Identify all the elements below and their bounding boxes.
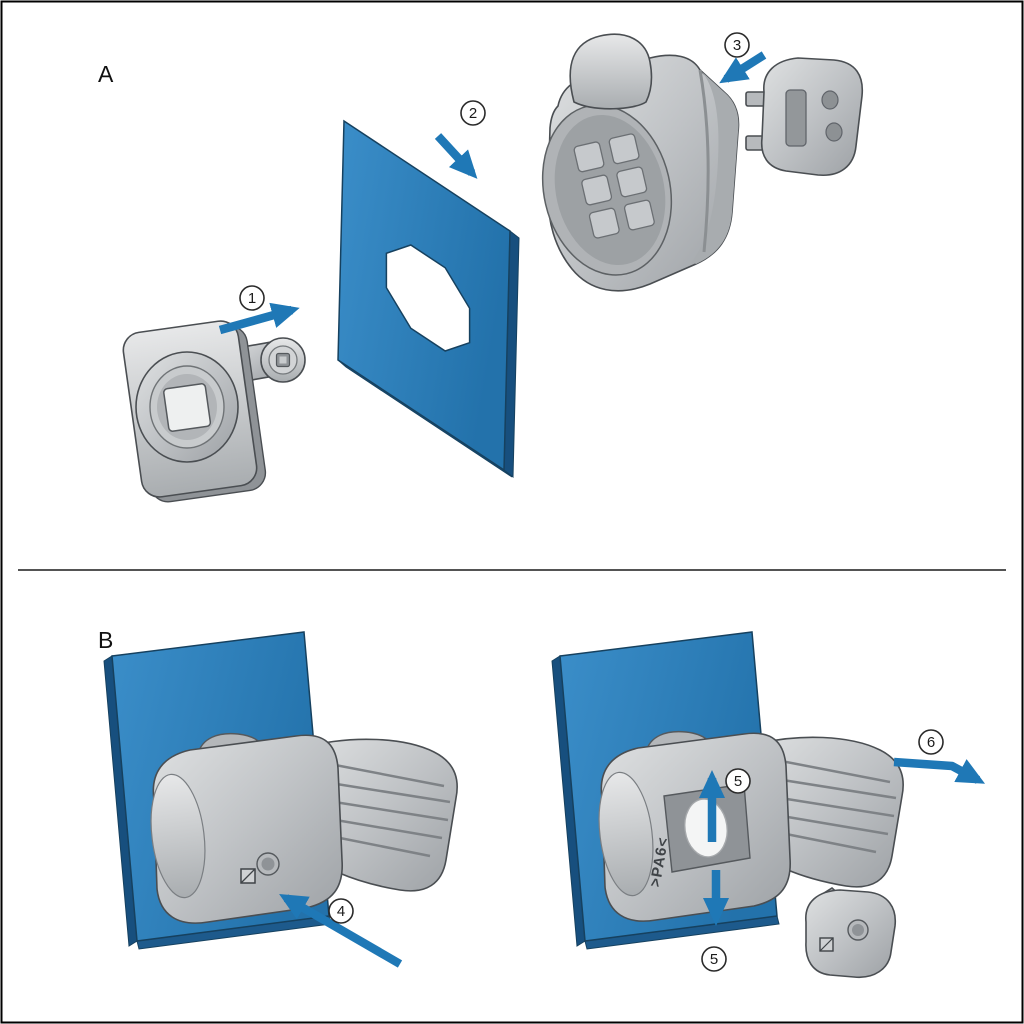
housing-top-stub [569, 33, 653, 110]
panel-cutout [385, 244, 471, 352]
step-1-arrow [218, 302, 300, 335]
clip-hole-1 [821, 90, 839, 110]
section-b-label: B [98, 627, 113, 653]
step-5-number-top: 5 [734, 773, 742, 790]
step-5-badge-top [725, 768, 751, 794]
lock-insert [122, 320, 306, 503]
latch-front-face-left [150, 773, 206, 899]
step-6-arrow [893, 757, 986, 784]
handle-ribs-right [767, 758, 897, 854]
step-2-number: 2 [469, 105, 477, 122]
step-4-number: 4 [337, 903, 345, 920]
step-2-badge [460, 100, 486, 126]
retaining-clip-detached [805, 887, 897, 978]
housing-groove [698, 69, 710, 253]
step-3-badge [724, 32, 750, 58]
clip-hole-2 [825, 122, 843, 142]
clip-slot [785, 89, 807, 147]
section-a-label: A [98, 61, 114, 87]
housing-side-shade [692, 70, 739, 264]
handle-ribs-left [321, 762, 451, 858]
step-6-badge [918, 729, 944, 755]
step-3-arrow [719, 51, 767, 84]
step-5-badge-bottom [701, 946, 727, 972]
assembly-release: >PA6< [551, 631, 904, 978]
latch-front-face-right [598, 771, 654, 897]
housing-interior-ribs [573, 133, 655, 239]
step-4-badge [328, 898, 354, 924]
step-2-arrow [434, 133, 478, 179]
step-1-number: 1 [248, 290, 256, 307]
mounting-panel [337, 119, 520, 479]
step-1-badge [239, 285, 265, 311]
step-5-number-bottom: 5 [710, 951, 718, 968]
latch-spring-white [684, 798, 728, 858]
step-3-number: 3 [733, 37, 741, 54]
clip-body [760, 57, 864, 176]
retaining-clip [745, 57, 864, 176]
lock-drive-square [163, 383, 212, 432]
step-6-number: 6 [927, 734, 935, 751]
step-4-arrow [279, 893, 403, 968]
housing [541, 33, 740, 292]
assembly-installed [103, 631, 458, 950]
